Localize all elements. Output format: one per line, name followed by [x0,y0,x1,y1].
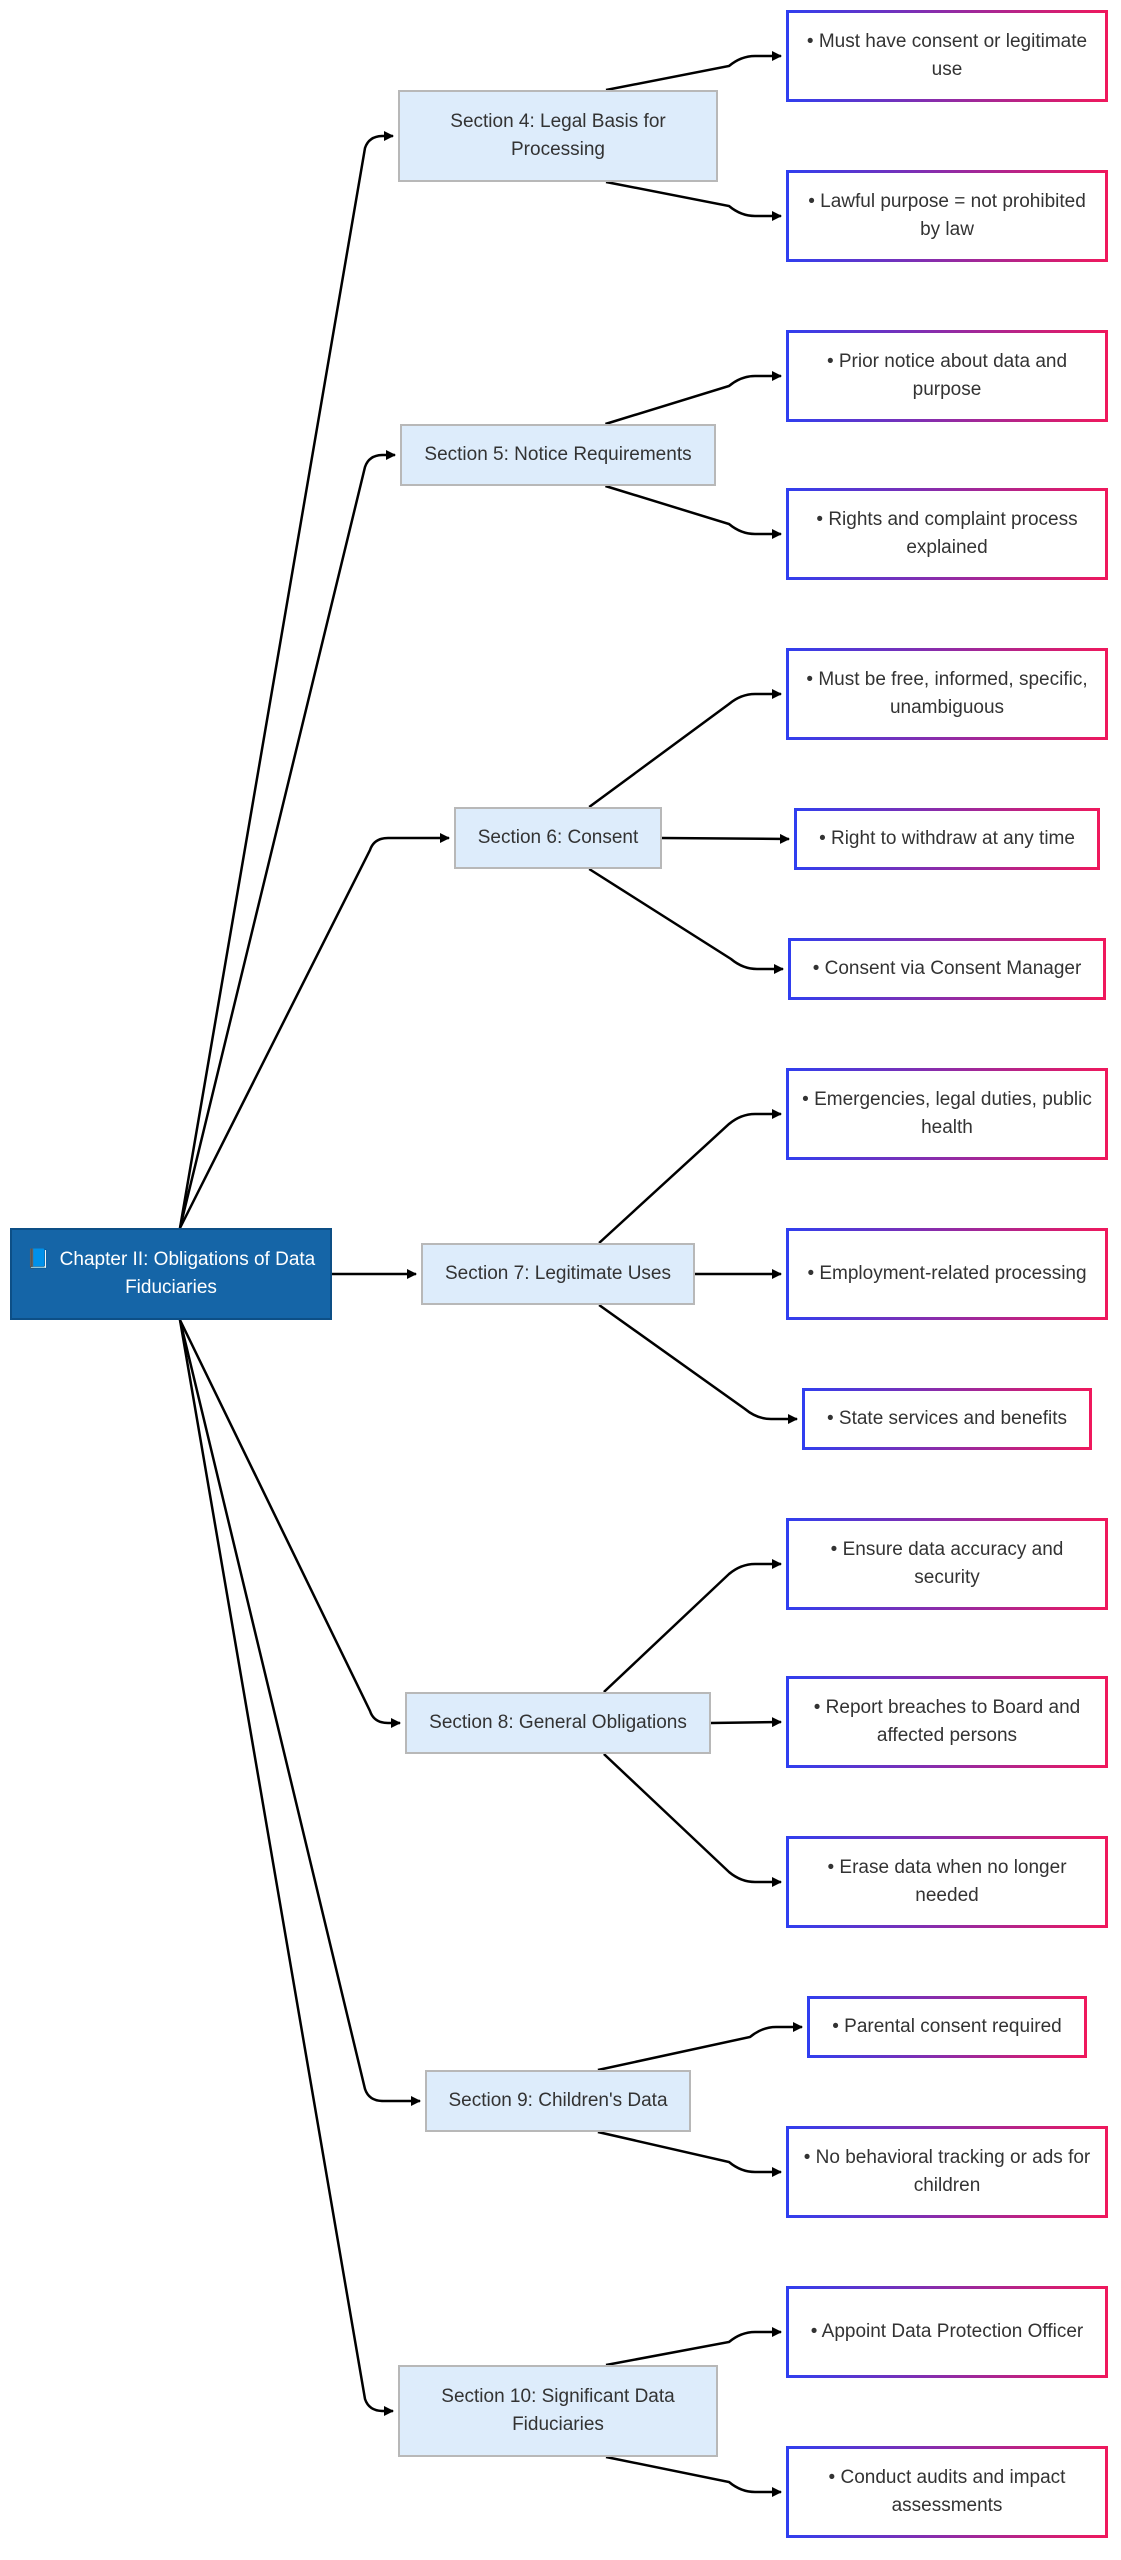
item-node-label: • Parental consent required [832,2016,1062,2038]
section-node-label: Section 9: Children's Data [448,2090,668,2112]
item-node-label: • Emergencies, legal duties, public heal… [802,1089,1092,1138]
item-node-label: • Prior notice about data and purpose [826,351,1068,400]
edge-section-to-item [605,371,782,426]
item-node-label: • Lawful purpose = not prohibited by law [808,191,1086,240]
item-node-label: • Right to withdraw at any time [819,828,1075,850]
edge-section-to-item [605,180,782,221]
edge-section-to-item [661,833,790,844]
item-node-label: • Employment-related processing [807,1263,1087,1285]
edge-section-to-item [603,1559,782,1693]
section-node-label: Section 6: Consent [477,827,639,849]
item-node-label: • Ensure data accuracy and security [830,1539,1064,1588]
item-node-label: • Appoint Data Protection Officer [810,2321,1084,2343]
item-node: • Employment-related processing [786,1228,1108,1320]
edge-root-to-section [178,450,396,1229]
item-node: • Must be free, informed, specific, unam… [786,648,1108,740]
section-node: Section 10: Significant Data Fiduciaries [398,2365,718,2457]
item-node: • Conduct audits and impact assessments [786,2446,1108,2538]
edge-root-to-section [178,1319,394,2416]
section-node: Section 7: Legitimate Uses [421,1243,695,1305]
section-node-label: Section 10: Significant Data Fiduciaries [441,2386,675,2435]
item-node: • Lawful purpose = not prohibited by law [786,170,1108,262]
section-node: Section 5: Notice Requirements [400,424,716,486]
edge-section-to-item [603,1753,782,1887]
section-node-label: Section 7: Legitimate Uses [444,1263,671,1285]
section-node: Section 4: Legal Basis for Processing [398,90,718,182]
section-node-label: Section 8: General Obligations [429,1712,687,1734]
edge-root-to-section [178,833,450,1229]
edge-section-to-item [597,2130,782,2177]
item-node: • Parental consent required [807,1996,1087,2058]
item-node: • Ensure data accuracy and security [786,1518,1108,1610]
item-node: • Appoint Data Protection Officer [786,2286,1108,2378]
item-node: • Right to withdraw at any time [794,808,1100,870]
item-node-label: • Erase data when no longer needed [827,1857,1067,1906]
item-node: • Erase data when no longer needed [786,1836,1108,1928]
item-node-label: • Consent via Consent Manager [812,958,1082,980]
edge-section-to-item [605,51,782,92]
book-icon: 📘 [26,1249,51,1271]
item-node-label: • Conduct audits and impact assessments [828,2467,1066,2516]
item-node-label: • State services and benefits [826,1408,1068,1430]
edge-section-to-item [588,689,782,809]
section-node-label: Section 4: Legal Basis for Processing [450,111,666,160]
section-node-label: Section 5: Notice Requirements [424,444,692,466]
edge-root-to-section [178,1319,401,1728]
item-node-label: • Rights and complaint process explained [816,509,1078,558]
item-node-label: • Must have consent or legitimate use [806,31,1088,80]
edge-section-to-item [597,2022,803,2072]
section-node: Section 6: Consent [454,807,662,869]
item-node-label: • Report breaches to Board and affected … [813,1697,1081,1746]
root-node: 📘 Chapter II: Obligations of Data Fiduci… [10,1228,332,1320]
item-node: • Must have consent or legitimate use [786,10,1108,102]
item-node: • Prior notice about data and purpose [786,330,1108,422]
edge-section-to-item [605,2455,782,2497]
item-node: • State services and benefits [802,1388,1092,1450]
item-node: • Rights and complaint process explained [786,488,1108,580]
item-node: • No behavioral tracking or ads for chil… [786,2126,1108,2218]
item-node: • Consent via Consent Manager [788,938,1106,1000]
edge-section-to-item [605,2327,782,2367]
edge-section-to-item [605,484,782,539]
item-node: • Emergencies, legal duties, public heal… [786,1068,1108,1160]
edge-section-to-item [710,1717,782,1728]
section-node: Section 8: General Obligations [405,1692,711,1754]
item-node-label: • No behavioral tracking or ads for chil… [803,2147,1091,2196]
edge-root-to-section [178,131,394,1229]
root-node-label: Chapter II: Obligations of Data Fiduciar… [59,1249,316,1298]
section-node: Section 9: Children's Data [425,2070,691,2132]
edge-section-to-item [598,1109,782,1244]
item-node: • Report breaches to Board and affected … [786,1676,1108,1768]
edge-section-to-item [588,867,784,974]
edge-section-to-item [598,1303,798,1424]
edge-root-to-section [178,1319,421,2106]
item-node-label: • Must be free, informed, specific, unam… [806,669,1088,718]
